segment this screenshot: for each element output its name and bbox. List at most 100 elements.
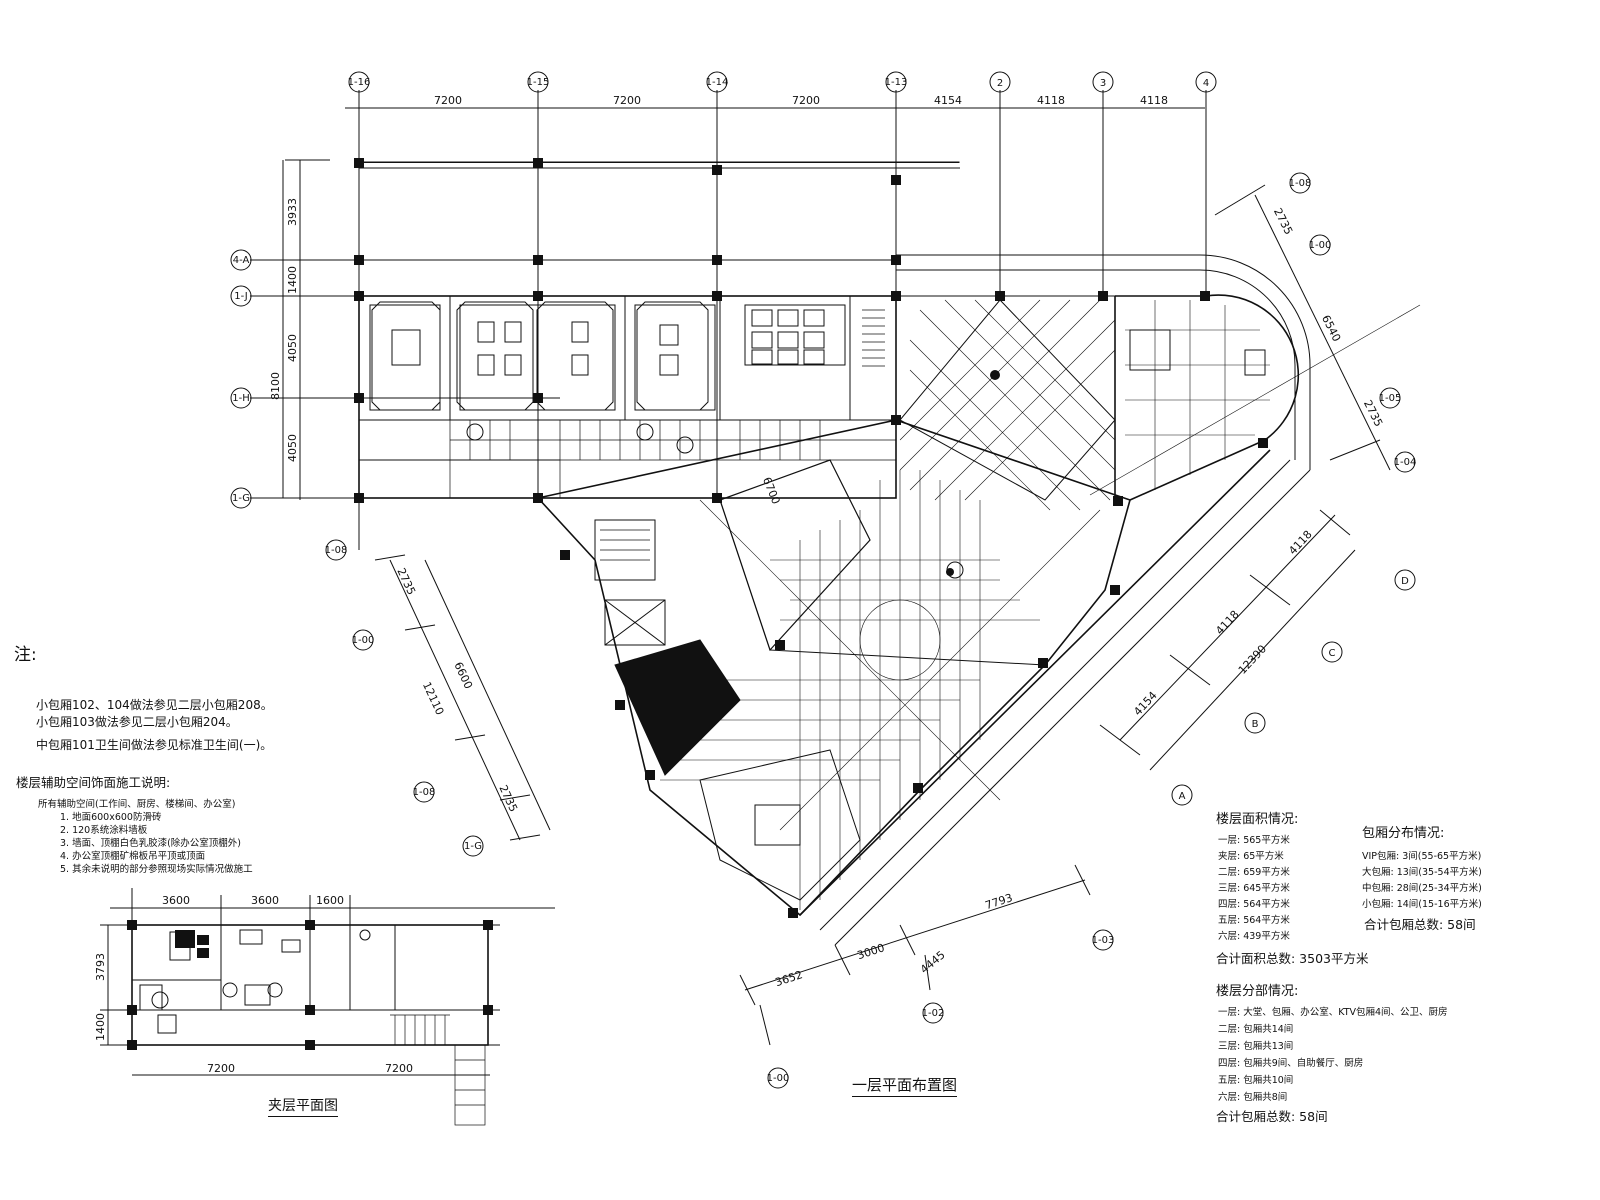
area-total: 合计面积总数: 3503平方米 <box>1216 951 1369 966</box>
note-line: 3. 墙面、顶棚白色乳胶漆(除办公室顶棚外) <box>60 838 241 849</box>
private-room-104 <box>369 304 441 411</box>
dimension-text: 3793 <box>94 953 107 981</box>
dimension-text: 4118 <box>1213 608 1242 637</box>
axis-label: B <box>1252 719 1259 730</box>
dimension-text: 1400 <box>94 1013 107 1041</box>
axis-label: 1-J <box>234 291 247 302</box>
dimension-text: 3600 <box>162 894 190 907</box>
axis-label: 1-00 <box>352 635 375 646</box>
dimension-text: 6700 <box>760 475 783 506</box>
axis-label: 4-A <box>233 255 250 266</box>
dimension-text: 7793 <box>984 891 1015 912</box>
left-diag-dimension-line <box>389 559 521 841</box>
axis-label: 1-08 <box>325 545 348 556</box>
private-room-102 <box>634 304 716 411</box>
structural-columns <box>354 158 1268 918</box>
axis-label: 1-04 <box>1394 457 1417 468</box>
right-diag-dimension-line <box>1119 514 1336 741</box>
hatched-area <box>614 639 741 776</box>
axis-label: 1-03 <box>1092 935 1115 946</box>
floor-row: 五层: 包厢共10间 <box>1218 1075 1294 1086</box>
private-room-101 <box>459 304 616 411</box>
dimension-text: 6600 <box>451 660 475 691</box>
dimension-text: 4118 <box>1286 528 1315 557</box>
dimension-text: 7200 <box>207 1062 235 1075</box>
axis-label: 1-14 <box>706 77 729 88</box>
room-row: 大包厢: 13间(35-54平方米) <box>1362 867 1482 878</box>
area-table-title: 楼层面积情况: <box>1216 812 1299 827</box>
note-line: 5. 其余未说明的部分参照现场实际情况做施工 <box>60 864 253 875</box>
area-row: 二层: 659平方米 <box>1218 867 1290 878</box>
mezzanine-inset <box>100 888 555 1126</box>
dimension-text: 3000 <box>856 941 887 962</box>
dimension-text: 4050 <box>286 334 299 362</box>
lounge-table <box>754 804 801 846</box>
axis-bubbles-left <box>230 249 252 509</box>
axis-bubbles-diag <box>1171 569 1416 806</box>
lobby-ceiling-pattern <box>899 299 1116 501</box>
room-row: 中包厢: 28间(25-34平方米) <box>1362 883 1482 894</box>
dimension-text: 7200 <box>792 94 820 107</box>
axis-label: 1-00 <box>767 1073 790 1084</box>
dimension-text: 1400 <box>286 266 299 294</box>
dimension-text: 4445 <box>918 948 948 976</box>
note-subtitle: 楼层辅助空间饰面施工说明: <box>16 775 171 790</box>
axis-label: 1-05 <box>1379 393 1402 404</box>
area-row: 一层: 565平方米 <box>1218 835 1290 846</box>
floor-row: 三层: 包厢共13间 <box>1218 1041 1294 1052</box>
dimension-text: 8100 <box>269 372 282 400</box>
dimension-text: 7200 <box>385 1062 413 1075</box>
dimension-text: 3600 <box>251 894 279 907</box>
axis-label: 1-15 <box>527 77 550 88</box>
note-line: 1. 地面600x600防滑砖 <box>60 812 162 823</box>
dimension-text: 7200 <box>434 94 462 107</box>
note-line: 2. 120系统涂料墙板 <box>60 825 148 836</box>
floor-row: 六层: 包厢共8间 <box>1218 1092 1288 1103</box>
dimension-text: 1600 <box>316 894 344 907</box>
area-row: 夹层: 65平方米 <box>1218 851 1284 862</box>
dimension-text: 12110 <box>420 680 447 717</box>
floor-row: 一层: 大堂、包厢、办公室、KTV包厢4间、公卫、厨房 <box>1218 1007 1448 1018</box>
area-row: 六层: 439平方米 <box>1218 931 1290 942</box>
dimension-text: 4118 <box>1037 94 1065 107</box>
floor-table-title: 楼层分部情况: <box>1216 984 1299 999</box>
axis-label: 1-G <box>464 841 482 852</box>
notes-title: 注: <box>14 645 37 665</box>
axis-label: 1-13 <box>885 77 908 88</box>
note-line: 小包厢103做法参见二层小包厢204。 <box>36 715 238 729</box>
axis-bubbles-bottom <box>767 929 1114 1089</box>
axis-label: 1-08 <box>413 787 436 798</box>
axis-label: 1-16 <box>348 77 371 88</box>
restroom-stalls <box>744 304 846 366</box>
dimension-text: 6540 <box>1319 313 1343 344</box>
bottom-diag-dimension-line <box>744 879 1086 991</box>
area-row: 四层: 564平方米 <box>1218 899 1290 910</box>
note-line: 中包厢101卫生间做法参见标准卫生间(一)。 <box>36 738 273 752</box>
dimension-text: 12390 <box>1236 642 1269 676</box>
note-line: 4. 办公室顶棚矿棉板吊平顶或顶面 <box>60 851 206 862</box>
floor-row: 二层: 包厢共14间 <box>1218 1024 1294 1035</box>
elevator <box>604 599 666 646</box>
room-table-title: 包厢分布情况: <box>1362 826 1445 841</box>
floor-row: 四层: 包厢共9间、自助餐厅、厨房 <box>1218 1058 1364 1069</box>
area-row: 三层: 645平方米 <box>1218 883 1290 894</box>
axis-label: 1-00 <box>1309 240 1332 251</box>
note-line: 小包厢102、104做法参见二层小包厢208。 <box>36 698 273 712</box>
axis-label: 1-02 <box>922 1008 945 1019</box>
dimension-text: 3933 <box>286 198 299 226</box>
room-row: 小包厢: 14间(15-16平方米) <box>1362 899 1482 910</box>
room-total: 合计包厢总数: 58间 <box>1364 917 1476 932</box>
axis-bubbles-top <box>348 71 1217 93</box>
dimension-text: 3652 <box>774 968 805 989</box>
room-row: VIP包厢: 3间(55-65平方米) <box>1362 851 1482 862</box>
axis-label: C <box>1329 648 1336 659</box>
note-line: 所有辅助空间(工作间、厨房、楼梯间、办公室) <box>38 799 236 810</box>
bar-counter <box>719 459 871 652</box>
dimension-text: 4154 <box>934 94 962 107</box>
axis-label: 2 <box>997 78 1003 89</box>
floor-total: 合计包厢总数: 58间 <box>1216 1109 1328 1124</box>
dimension-text: 4050 <box>286 434 299 462</box>
inset-caption: 夹层平面图 <box>268 1095 338 1117</box>
dimension-text: 7200 <box>613 94 641 107</box>
